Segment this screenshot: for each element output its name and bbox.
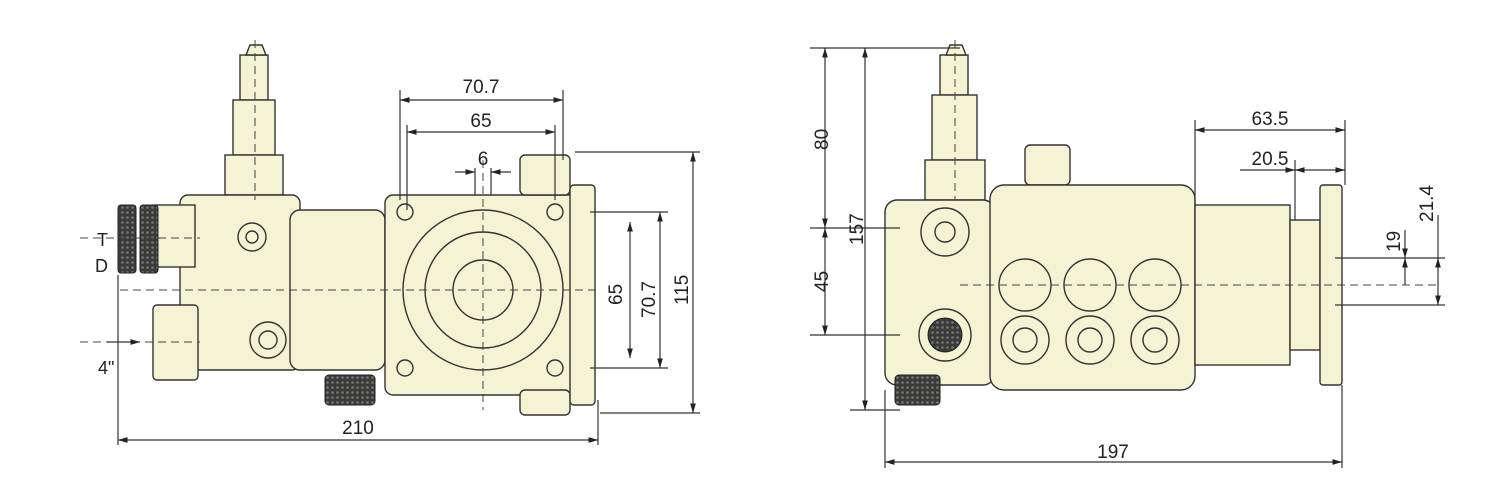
port-label-d: D (95, 256, 108, 276)
dim-upper: 80 (812, 129, 833, 150)
port-label-t: T (97, 230, 108, 250)
dim-top-inner: 65 (470, 111, 491, 132)
drain-plug-icon (324, 374, 376, 406)
dim-key: 6 (478, 149, 489, 170)
dim-v-outer: 70.7 (639, 281, 660, 318)
mounting-flange (384, 154, 596, 416)
right-view: 80 45 157 63.5 20.5 19 21.4 197 (810, 40, 1445, 468)
dim-top-outer: 70.7 (463, 77, 500, 98)
oil-cap (1024, 144, 1071, 186)
dim-lower: 45 (812, 271, 833, 292)
dim-total: 157 (847, 213, 868, 245)
dim-height: 115 (672, 275, 693, 305)
left-view: 70.7 65 6 65 70.7 115 210 T D 4" (80, 40, 700, 445)
knurl-ring-icon (139, 204, 159, 274)
unloader-valve (224, 44, 284, 196)
dim-shaft-dia: 21.4 (1417, 185, 1438, 222)
dim-key-h: 19 (1384, 231, 1405, 252)
dim-width: 197 (1097, 442, 1129, 463)
outlet-coupler (154, 204, 196, 268)
knurl-ring-icon (117, 204, 137, 274)
dim-width: 210 (342, 418, 374, 439)
dim-v-inner: 65 (606, 284, 627, 305)
drain-plug-icon (894, 374, 941, 406)
port-label-inlet: 4" (98, 358, 114, 378)
pistons (998, 258, 1182, 365)
dim-shaft-key: 20.5 (1252, 149, 1289, 170)
dim-shaft-len: 63.5 (1252, 109, 1289, 130)
